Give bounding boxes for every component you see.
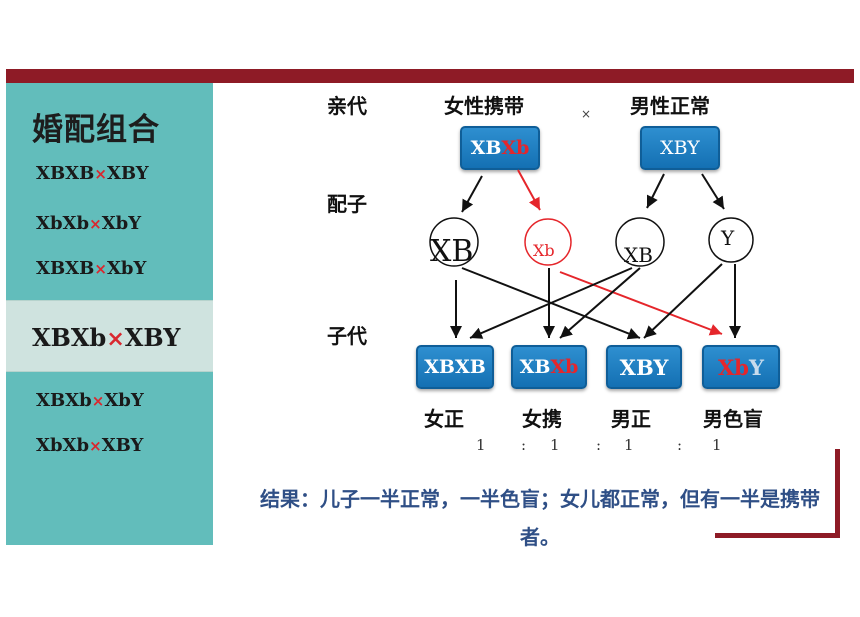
- offspring-label: 男正: [611, 407, 651, 431]
- combo-male: XbY: [104, 390, 144, 411]
- female-parent-label: 女性携带: [444, 94, 524, 118]
- row-label-gametes: 配子: [327, 192, 367, 216]
- combo-female: XBXb: [32, 323, 107, 352]
- ratio-value: 1: [624, 436, 634, 454]
- arrow-parent-gamete: [701, 173, 725, 210]
- genotype-affected: Xb: [718, 354, 749, 380]
- combo-item[interactable]: XBXB×XBY: [36, 163, 149, 184]
- gamete-circle: [615, 217, 665, 267]
- genotype-affected: Xb: [550, 356, 579, 378]
- combo-female: XbXb: [36, 435, 90, 456]
- offspring-box: XBY: [606, 345, 682, 389]
- arrow-parent-gamete: [646, 173, 665, 209]
- gamete-label-affected: Xb: [533, 241, 555, 260]
- combo-female: XBXB: [36, 258, 95, 279]
- result-text: 结果：儿子一半正常，一半色盲；女儿都正常，但有一半是携带者。: [260, 487, 820, 549]
- gamete-label: XB: [430, 234, 474, 269]
- ratio-value: 1: [712, 436, 722, 454]
- male-parent-label: 男性正常: [630, 94, 710, 118]
- cross-symbol: ×: [89, 215, 102, 233]
- ratio-sep: :: [521, 436, 527, 454]
- cross-symbol: ×: [106, 327, 125, 352]
- gamete-circle-red: [524, 218, 572, 266]
- arrow-parent-gamete-red: [517, 169, 541, 211]
- ratio-sep: :: [596, 436, 602, 454]
- arrow-gamete-offspring-red: [559, 271, 723, 336]
- corner-bracket: [715, 533, 840, 538]
- arrow-gamete-offspring: [643, 263, 723, 339]
- genotype-normal: XBXB: [424, 356, 486, 378]
- male-genotype: XBY: [660, 137, 700, 159]
- cross-symbol: ×: [94, 165, 107, 183]
- combo-male: XBY: [101, 435, 144, 456]
- arrow-parent-gamete: [461, 175, 483, 213]
- cross-symbol: ×: [581, 107, 592, 121]
- ratio-value: 1: [550, 436, 560, 454]
- cross-symbol: ×: [91, 392, 105, 410]
- combo-item[interactable]: XbXb×XbY: [36, 213, 141, 234]
- combo-male: XBY: [124, 323, 181, 352]
- gamete-label: Y: [721, 226, 735, 250]
- offspring-box: XBXB: [416, 345, 494, 389]
- arrow-gamete-offspring: [559, 267, 641, 339]
- combo-item[interactable]: XBXb×XbY: [36, 390, 144, 411]
- combo-female: XBXB: [36, 163, 95, 184]
- offspring-label: 女携: [522, 407, 562, 431]
- genotype-suffix: Y: [748, 354, 764, 380]
- corner-bracket: [835, 449, 840, 536]
- male-parent-box: XBY: [640, 126, 720, 170]
- combo-item[interactable]: XbXb×XBY: [36, 435, 143, 456]
- allele-normal: XB: [470, 137, 502, 159]
- combo-item[interactable]: XBXB×XbY: [36, 258, 146, 279]
- gamete-circle: [429, 217, 479, 267]
- gamete-label: XB: [624, 243, 653, 267]
- top-banner-bar: [6, 69, 854, 83]
- genotype-normal: XBY: [619, 354, 669, 380]
- arrow-gamete-offspring: [469, 267, 633, 339]
- row-label-offspring: 子代: [327, 324, 367, 348]
- allele-affected: Xb: [501, 137, 530, 159]
- ratio-value: 1: [476, 436, 486, 454]
- offspring-label: 女正: [424, 407, 464, 431]
- offspring-label: 男色盲: [703, 407, 763, 431]
- combo-male: XbY: [106, 258, 147, 279]
- cross-symbol: ×: [89, 437, 102, 455]
- selected-combo-row[interactable]: [6, 300, 213, 372]
- combo-male: XBY: [106, 163, 149, 184]
- gamete-circle: [708, 217, 754, 263]
- cross-symbol: ×: [94, 260, 107, 278]
- combo-female: XBXb: [36, 390, 92, 411]
- sidebar-title: 婚配组合: [32, 112, 160, 148]
- ratio-sep: :: [677, 436, 683, 454]
- combo-female: XbXb: [36, 213, 90, 234]
- combo-male: XbY: [101, 213, 142, 234]
- combo-item-selected[interactable]: XBXb×XBY: [32, 323, 180, 352]
- genotype-normal: XB: [519, 356, 551, 378]
- row-label-parents: 亲代: [327, 94, 367, 118]
